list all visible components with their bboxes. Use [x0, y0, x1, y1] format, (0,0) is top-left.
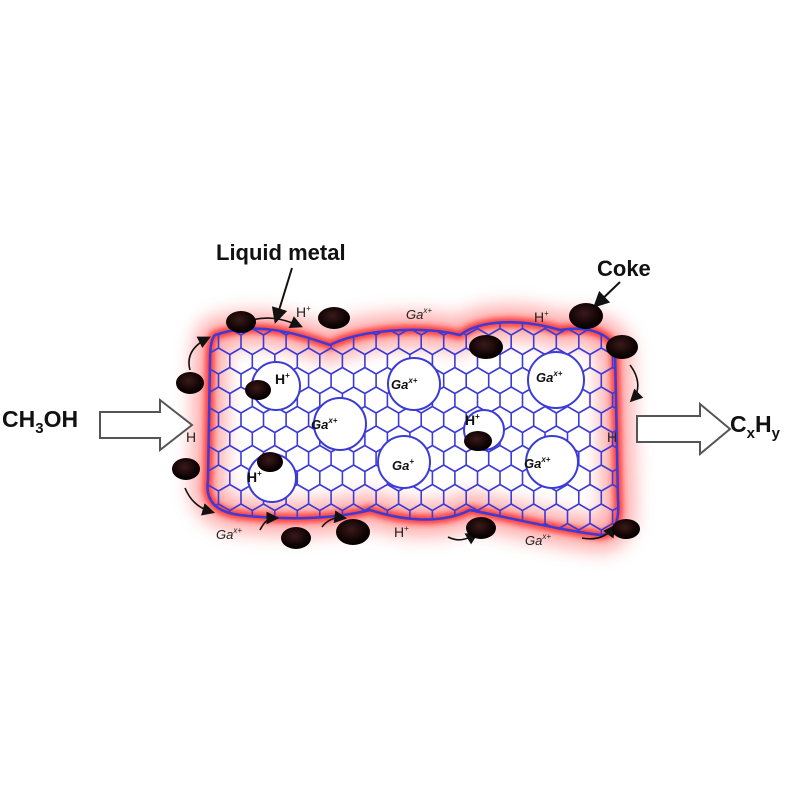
gallium-label: Ga+ — [392, 457, 415, 473]
coke-particle — [257, 452, 283, 472]
coke-particle — [469, 335, 503, 359]
coke-particles — [172, 303, 640, 549]
gallium-label: Gax+ — [391, 376, 418, 392]
coke-particle — [281, 527, 311, 549]
proton-label: H+ — [465, 412, 480, 428]
zeolite-pore — [377, 435, 431, 489]
reactant-arrow — [99, 397, 194, 453]
coke-particle — [569, 303, 603, 329]
coke-particle — [176, 372, 204, 394]
migration-arrow — [259, 511, 280, 531]
zeolite-pore — [527, 351, 585, 409]
product-c: C — [730, 411, 747, 437]
coke-particle — [318, 307, 350, 329]
proton-label: H+ — [394, 524, 409, 540]
reactant-label: CH3OH — [2, 406, 79, 437]
zeolite-pores — [247, 351, 585, 503]
gallium-label: Gax+ — [311, 416, 338, 432]
product-label: CxHy — [730, 411, 780, 442]
gallium-label: Gax+ — [536, 369, 563, 385]
proton-label: H — [607, 429, 618, 445]
proton-label: H+ — [296, 304, 311, 320]
reactant-subscript: 3 — [35, 420, 44, 437]
proton-label: H+ — [534, 309, 549, 325]
product-y-subscript: y — [771, 425, 780, 442]
migration-arrow — [629, 364, 644, 403]
liquid-metal-pointer — [271, 267, 293, 324]
proton-label: H+ — [247, 469, 262, 485]
product-arrow — [636, 401, 732, 457]
product-h: H — [754, 411, 772, 437]
coke-particle — [464, 431, 492, 451]
zeolite-pore — [313, 397, 367, 451]
coke-particle — [606, 335, 638, 359]
proton-label: H+ — [275, 371, 290, 387]
product-x-subscript: x — [746, 425, 755, 442]
reactant-ch: CH — [2, 406, 36, 432]
coke-particle — [245, 380, 271, 400]
zeolite-pore — [387, 357, 441, 411]
coke-particle — [172, 458, 200, 480]
framework-outline — [206, 320, 620, 537]
coke-particle — [466, 517, 496, 539]
gallium-label: Gax+ — [216, 526, 243, 542]
gallium-label: Gax+ — [406, 306, 433, 322]
coke-particle — [336, 519, 370, 545]
coke-pointer — [593, 281, 621, 308]
migration-arrow — [184, 487, 216, 516]
migration-arrow — [188, 336, 211, 371]
migration-arrow — [321, 510, 348, 528]
gallium-label: Gax+ — [525, 532, 552, 548]
reactant-oh: OH — [43, 406, 79, 432]
coke-particle — [226, 311, 256, 333]
coke-label: Coke — [597, 256, 651, 281]
zeolite-pore — [525, 435, 579, 489]
gallium-label: Gax+ — [524, 455, 551, 471]
coke-particle — [612, 519, 640, 539]
liquid-metal-label: Liquid metal — [216, 240, 346, 265]
proton-label: H — [186, 429, 197, 445]
